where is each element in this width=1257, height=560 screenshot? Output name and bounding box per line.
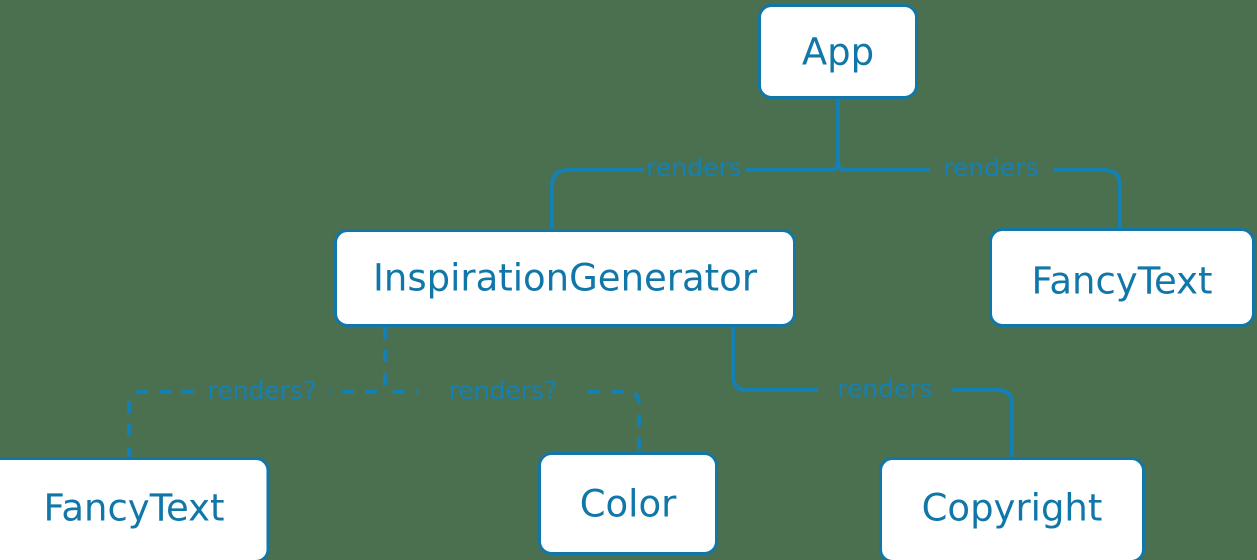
node-color[interactable]: Color xyxy=(538,452,718,555)
node-color-box[interactable] xyxy=(538,452,718,555)
node-inspirationgenerator[interactable]: InspirationGenerator xyxy=(334,229,796,327)
edge-label-inspirationgenerator-to-color: renders? xyxy=(449,376,558,405)
node-app-box[interactable] xyxy=(758,4,918,99)
node-fancytext-left[interactable]: FancyText xyxy=(0,457,270,560)
edge-inspirationgenerator-to-fancytext xyxy=(127,390,194,457)
edge-label-group: renders renders renders? renders? render… xyxy=(208,153,1039,405)
node-fancytext-right-box[interactable] xyxy=(989,228,1255,327)
edge-app-trunk xyxy=(746,99,840,172)
edge-app-to-inspirationgenerator xyxy=(550,168,644,229)
edge-inspirationgenerator-to-color xyxy=(588,390,641,452)
edge-inspirationgenerator-dashed-trunk xyxy=(330,327,387,394)
node-inspirationgenerator-box[interactable] xyxy=(334,229,796,327)
edge-app-to-fancytext xyxy=(1054,168,1122,228)
node-fancytext-left-box[interactable] xyxy=(0,457,270,560)
node-color-label: Color xyxy=(580,483,677,526)
edge-label-app-to-inspirationgenerator: renders xyxy=(646,153,742,182)
node-group: App InspirationGenerator FancyText Fancy… xyxy=(0,4,1255,560)
edge-label-app-to-fancytext: renders xyxy=(943,153,1039,182)
edge-app-trunk-right xyxy=(836,99,930,172)
edge-inspirationgenerator-to-copyright-tail xyxy=(952,388,1014,457)
node-fancytext-right[interactable]: FancyText xyxy=(989,228,1255,327)
edge-label-inspirationgenerator-to-fancytext: renders? xyxy=(208,376,317,405)
node-copyright[interactable]: Copyright xyxy=(879,457,1145,560)
node-copyright-label: Copyright xyxy=(922,487,1103,530)
node-fancytext-left-label: FancyText xyxy=(43,487,224,530)
node-app[interactable]: App xyxy=(758,4,918,99)
edge-group xyxy=(127,99,1122,457)
node-app-label: App xyxy=(802,31,874,74)
edge-inspirationgenerator-dashed-trunk-right xyxy=(383,327,418,394)
edge-inspirationgenerator-to-copyright xyxy=(731,327,818,392)
node-fancytext-right-label: FancyText xyxy=(1031,260,1212,303)
edge-label-inspirationgenerator-to-copyright: renders xyxy=(837,374,933,403)
node-inspirationgenerator-label: InspirationGenerator xyxy=(373,257,758,300)
node-copyright-box[interactable] xyxy=(879,457,1145,560)
